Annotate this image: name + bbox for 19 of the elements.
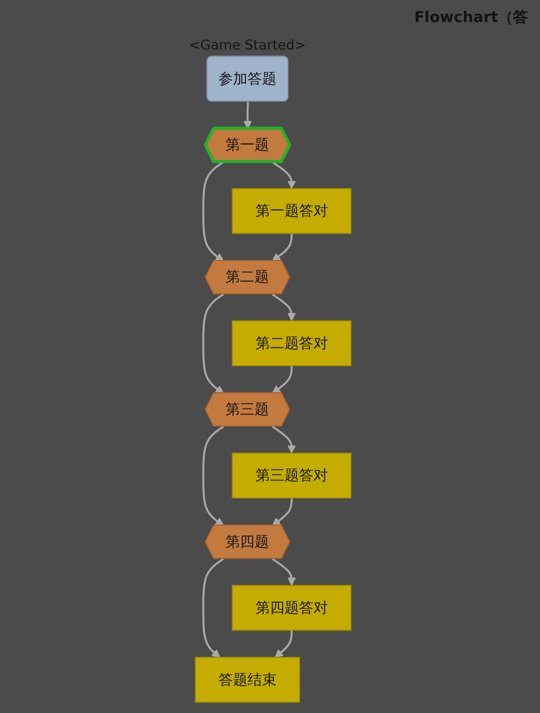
- node-box: 答题结束: [194, 656, 300, 703]
- arrow: [243, 102, 252, 130]
- title: Flowchart（答: [414, 8, 528, 27]
- arrow: [274, 630, 293, 658]
- node-box: 第四题答对: [232, 584, 352, 631]
- arrow: [272, 161, 296, 189]
- arrow: [202, 293, 224, 394]
- arrow: [272, 498, 293, 526]
- arrow: [202, 161, 224, 262]
- node-box: 第一题答对: [232, 188, 352, 234]
- arrow: [202, 558, 224, 658]
- arrow: [272, 233, 293, 262]
- arrow: [272, 558, 296, 586]
- arrow: [272, 293, 296, 322]
- node-box: 第三题答对: [232, 452, 352, 498]
- arrow: [272, 426, 296, 454]
- node-box: 第二题答对: [232, 320, 352, 366]
- arrow: [202, 426, 224, 526]
- arrow: [272, 366, 293, 394]
